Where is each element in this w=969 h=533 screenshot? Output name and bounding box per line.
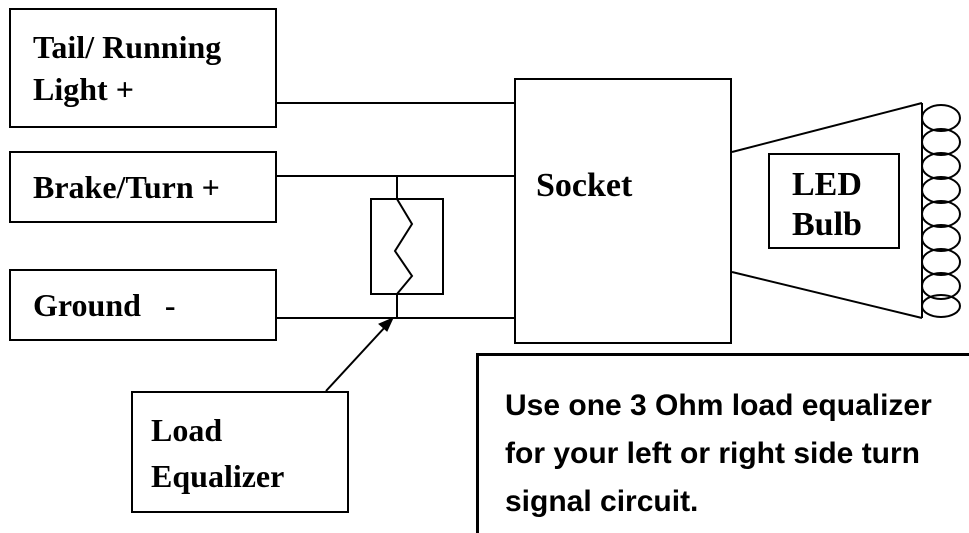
coil-loop [921,128,961,156]
arrow-line [325,325,387,392]
led-bulb-box: LED Bulb [768,153,900,249]
coil-loop [921,294,961,318]
socket-label: Socket [536,167,633,204]
resistor-symbol [370,198,444,295]
coil-loop [921,224,961,252]
load-equalizer-box: Load Equalizer [131,391,349,513]
ground-label: Ground - [33,287,176,323]
coil-loop [921,104,961,132]
load-equalizer-label: Load Equalizer [151,412,285,494]
led-bulb-label: LED Bulb [792,166,862,243]
brake-turn-label: Brake/Turn + [33,169,220,205]
tail-running-light-label: Tail/ Running Light + [33,29,222,107]
tail-running-light-box: Tail/ Running Light + [9,8,277,128]
coil-loop [921,152,961,180]
arrow-head [378,317,394,332]
coil-loop [921,176,961,204]
resistor-zigzag [393,198,414,295]
bulb-coils [921,104,961,318]
coil-loop [921,248,961,276]
brake-turn-box: Brake/Turn + [9,151,277,223]
ground-box: Ground - [9,269,277,341]
coil-loop [921,272,961,300]
bulb-cone-bottom [731,271,923,319]
note-text: Use one 3 Ohm load equalizer for your le… [505,389,932,518]
wiring-diagram [277,102,961,392]
socket-box: Socket [514,78,732,344]
bulb-cone-top [731,102,923,153]
note-box: Use one 3 Ohm load equalizer for your le… [476,353,969,533]
coil-loop [921,200,961,228]
